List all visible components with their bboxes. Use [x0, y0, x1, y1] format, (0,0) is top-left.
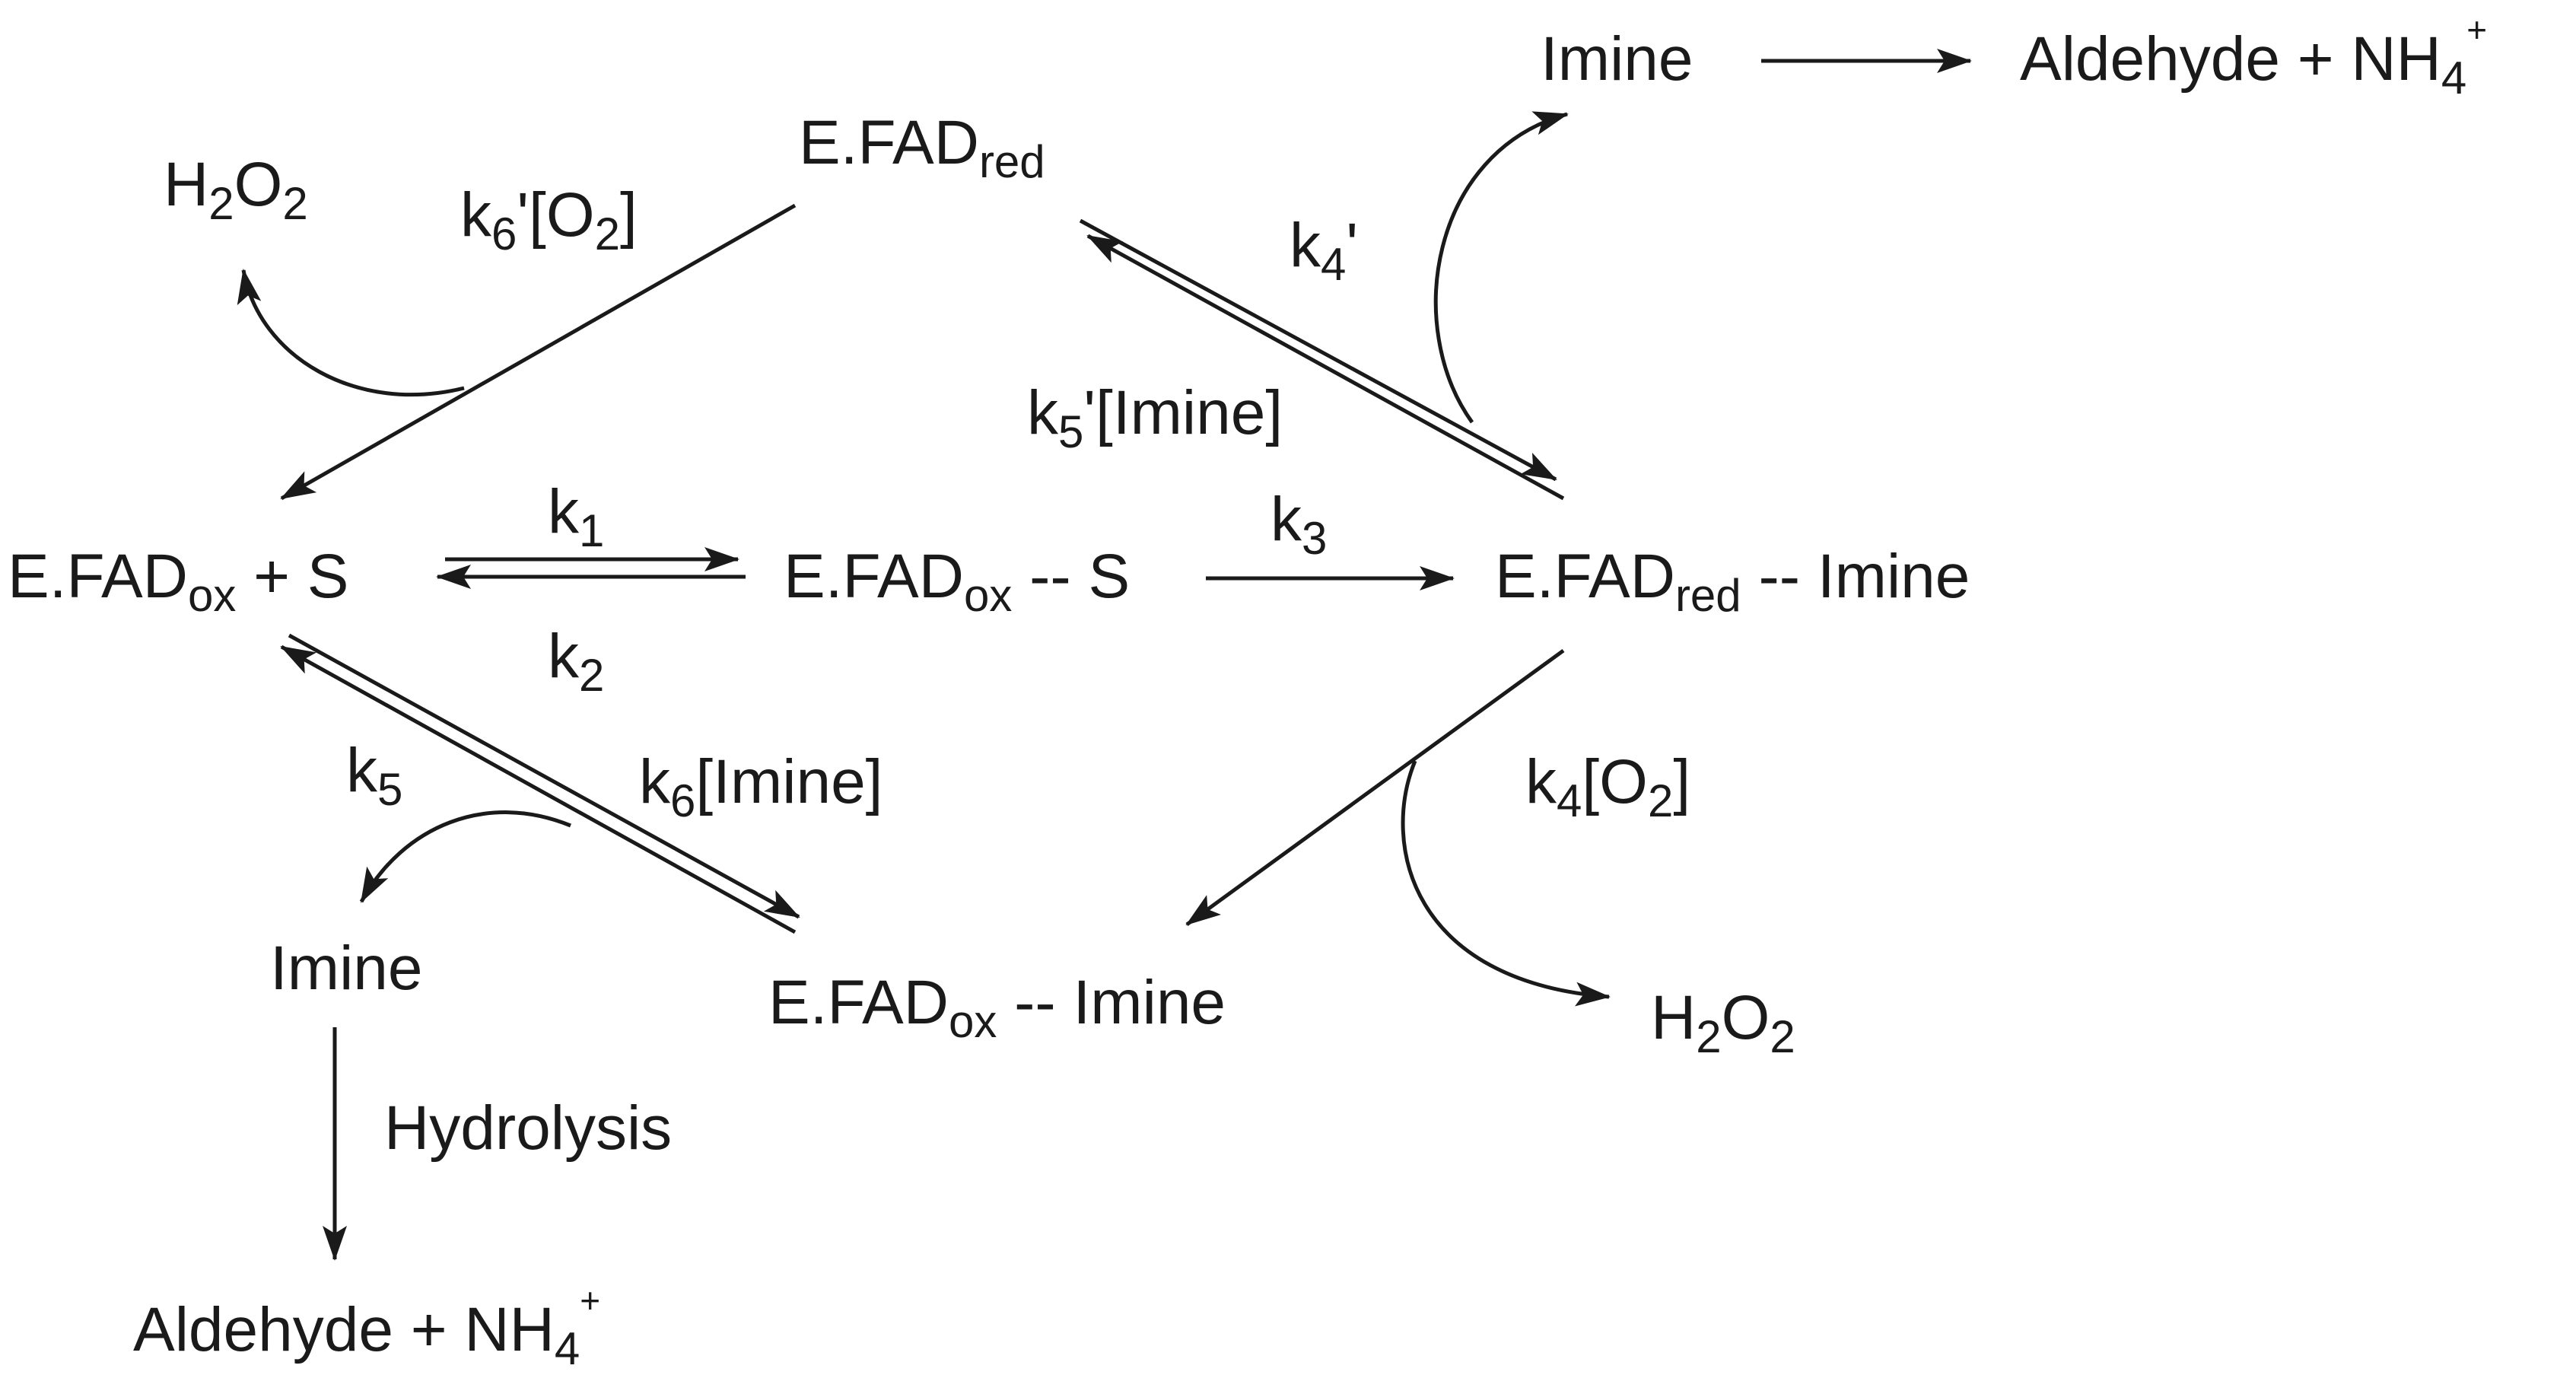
rate-k4-prime-label: k4' — [1290, 211, 1358, 290]
arrow-imine-left-release — [359, 810, 571, 903]
efad-red-label: E.FADred — [799, 108, 1045, 187]
arrow-k4-prime — [1079, 218, 1557, 482]
efad-red-imine-label: E.FADred -- Imine — [1495, 542, 1970, 621]
rate-k6-label: k6[Imine] — [639, 747, 883, 826]
imine-top-label: Imine — [1541, 24, 1693, 94]
arrow-k4 — [1185, 648, 1565, 927]
efad-ox-plus-s-label: E.FADox + S — [8, 542, 348, 621]
aldehyde-top-label: Aldehyde + NH4+ — [2020, 10, 2487, 103]
arrow-k5 — [280, 644, 797, 934]
hydrolysis-label: Hydrolysis — [384, 1093, 672, 1163]
arrow-k5-prime — [1086, 234, 1565, 501]
rate-k5-prime-label: k5'[Imine] — [1027, 378, 1283, 457]
rate-k3-label: k3 — [1271, 485, 1327, 564]
arrow-k6-prime — [280, 203, 797, 501]
rate-k1-label: k1 — [548, 477, 604, 556]
rate-k4-label: k4[O2] — [1525, 747, 1690, 826]
rate-k5-label: k5 — [346, 736, 402, 815]
efad-ox-s-complex-label: E.FADox -- S — [784, 542, 1130, 621]
arrow-h2o2-left-release — [237, 269, 465, 397]
arrows — [237, 49, 1972, 1261]
arrow-imine-top-release — [1433, 111, 1569, 424]
h2o2-left-label: H2O2 — [164, 150, 308, 229]
rate-k2-label: k2 — [548, 622, 604, 701]
h2o2-right-label: H2O2 — [1651, 983, 1795, 1062]
efad-ox-imine-label: E.FADox -- Imine — [768, 968, 1226, 1047]
arrow-k6 — [288, 633, 800, 919]
rate-k6-prime-label: k6'[O2] — [460, 180, 638, 259]
arrow-h2o2-right-release — [1401, 760, 1611, 1007]
aldehyde-bottom-label: Aldehyde + NH4+ — [133, 1281, 600, 1374]
imine-left-label: Imine — [270, 934, 423, 1003]
